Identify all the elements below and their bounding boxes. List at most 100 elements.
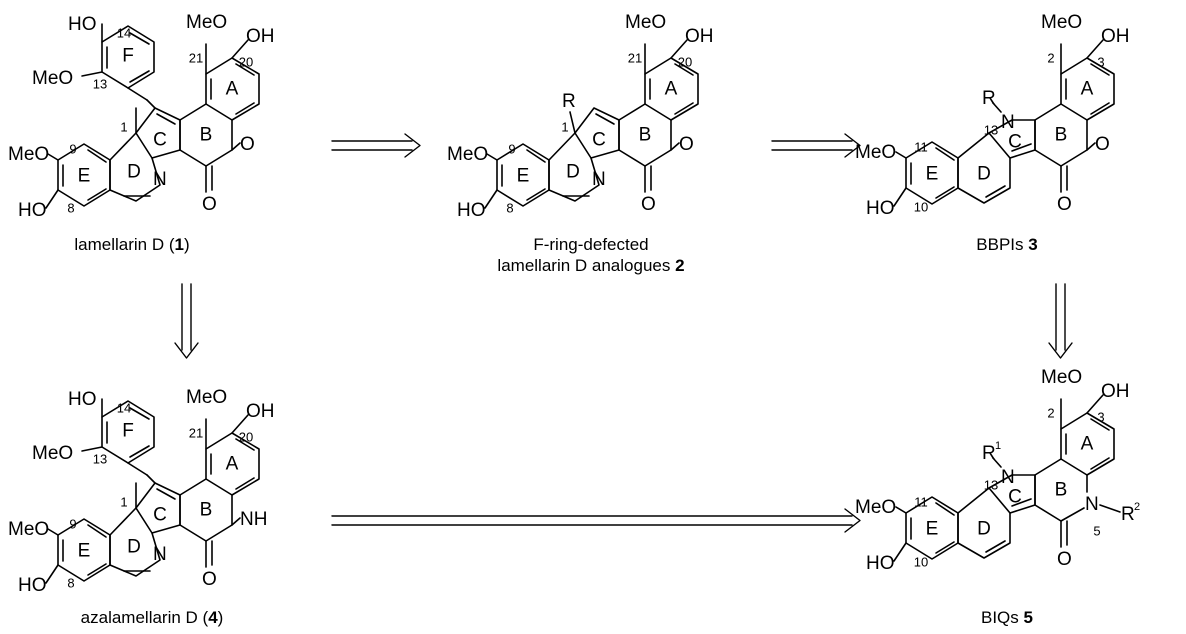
hydroxy-label: OH <box>1101 26 1130 47</box>
ring-label-c: C <box>153 130 167 151</box>
ring-label-e: E <box>926 164 939 185</box>
superscript-1: 1 <box>995 440 1001 452</box>
atom-number: 11 <box>914 140 928 155</box>
atom-number: 3 <box>1097 410 1104 425</box>
atom-number: 13 <box>93 452 107 467</box>
superscript-2: 2 <box>1134 501 1140 513</box>
atom-number: 21 <box>189 51 203 66</box>
atom-number: 1 <box>120 120 127 135</box>
oxygen-label: O <box>202 194 217 215</box>
atom-number: 11 <box>914 495 928 510</box>
ring-label-e: E <box>78 166 91 187</box>
atom-number: 21 <box>628 51 642 66</box>
nitrogen-label: N <box>1085 494 1099 515</box>
methoxy-label: MeO <box>855 497 896 518</box>
atom-number: 20 <box>678 55 692 70</box>
atom-number: 2 <box>1047 51 1054 66</box>
ring-label-d: D <box>566 162 580 183</box>
atom-number: 8 <box>67 576 74 591</box>
ring-label-b: B <box>1055 480 1068 501</box>
methoxy-label: MeO <box>1041 12 1082 33</box>
atom-number: 9 <box>69 517 76 532</box>
oxygen-label: O <box>202 569 217 590</box>
methoxy-label: MeO <box>8 519 49 540</box>
r-group-label: R <box>982 88 996 109</box>
atom-number: 3 <box>1097 55 1104 70</box>
ring-label-e: E <box>78 541 91 562</box>
atom-number: 14 <box>117 26 131 41</box>
caption-lamellarin-d: lamellarin D (1) <box>74 235 190 254</box>
structure-f-ring-defected-analogue: MeO OH MeO HO O O N R A B C D E 1 9 8 21… <box>447 12 714 221</box>
hydroxy-label: HO <box>866 553 895 574</box>
structure-lamellarin-d: MeO OH HO MeO MeO HO O O N A B C D E F 1… <box>8 12 275 221</box>
atom-number: 10 <box>914 200 928 215</box>
methoxy-label: MeO <box>186 387 227 408</box>
atom-number: 13 <box>984 123 998 138</box>
ring-label-a: A <box>226 454 239 475</box>
nitrogen-label: N <box>153 544 167 565</box>
oxygen-label: O <box>679 134 694 155</box>
atom-number: 8 <box>67 201 74 216</box>
oxygen-label: O <box>240 134 255 155</box>
ring-label-f: F <box>122 46 134 67</box>
nitrogen-label: N <box>592 169 606 190</box>
methoxy-label: MeO <box>32 443 73 464</box>
ring-label-c: C <box>153 505 167 526</box>
r-group-label: R <box>982 443 996 464</box>
atom-number: 8 <box>506 201 513 216</box>
hydroxy-label: HO <box>18 575 47 596</box>
atom-number: 5 <box>1093 524 1100 539</box>
atom-number: 14 <box>117 401 131 416</box>
r-group-label: R <box>562 91 576 112</box>
ring-label-d: D <box>977 519 991 540</box>
structure-azalamellarin-d: MeO OH HO MeO MeO HO NH O N A B C D E F … <box>8 387 275 596</box>
hydroxy-label: OH <box>246 26 275 47</box>
structure-bbpi: MeO OH MeO HO O O N R A B C D E 2 3 13 1… <box>855 12 1130 219</box>
methoxy-label: MeO <box>447 144 488 165</box>
methoxy-label: MeO <box>625 12 666 33</box>
atom-number: 1 <box>120 495 127 510</box>
retro-arrow-3-to-5 <box>1048 283 1073 359</box>
ring-label-b: B <box>1055 125 1068 146</box>
hydroxy-label: HO <box>18 200 47 221</box>
atom-number: 10 <box>914 555 928 570</box>
atom-number: 13 <box>984 478 998 493</box>
ring-label-f: F <box>122 421 134 442</box>
retro-arrow-4-to-5 <box>331 508 861 533</box>
atom-number: 13 <box>93 77 107 92</box>
hydroxy-label: OH <box>246 401 275 422</box>
atom-number: 2 <box>1047 406 1054 421</box>
methoxy-label: MeO <box>32 68 73 89</box>
hydroxy-label: HO <box>68 389 97 410</box>
hydroxy-label: HO <box>68 14 97 35</box>
ring-label-c: C <box>1008 487 1022 508</box>
ring-label-a: A <box>1081 434 1094 455</box>
structure-biq: MeO OH MeO HO O N N R 1 R 2 A B C D E 2 … <box>855 367 1140 574</box>
oxygen-label: O <box>1057 549 1072 570</box>
ring-label-c: C <box>1008 132 1022 153</box>
r-group-label: R <box>1121 504 1135 525</box>
ring-label-d: D <box>977 164 991 185</box>
caption-bbpis: BBPIs 3 <box>976 235 1038 254</box>
methoxy-label: MeO <box>1041 367 1082 388</box>
ring-label-a: A <box>226 79 239 100</box>
nitrogen-label: N <box>1001 467 1015 488</box>
caption-azalamellarin-d: azalamellarin D (4) <box>80 608 224 627</box>
atom-number: 20 <box>239 55 253 70</box>
oxygen-label: O <box>1057 194 1072 215</box>
ring-label-d: D <box>127 537 141 558</box>
atom-number: 9 <box>69 142 76 157</box>
ring-label-d: D <box>127 162 141 183</box>
ring-label-c: C <box>592 130 606 151</box>
hydroxy-label: HO <box>457 200 486 221</box>
methoxy-label: MeO <box>186 12 227 33</box>
nitrogen-label: N <box>1001 112 1015 133</box>
ring-label-e: E <box>517 166 530 187</box>
atom-number: 20 <box>239 430 253 445</box>
methoxy-label: MeO <box>8 144 49 165</box>
retro-arrow-2-to-3 <box>771 133 861 158</box>
amide-nh-label: NH <box>240 509 267 530</box>
ring-label-b: B <box>639 125 652 146</box>
oxygen-label: O <box>1095 134 1110 155</box>
retro-arrow-1-to-4 <box>174 283 199 359</box>
